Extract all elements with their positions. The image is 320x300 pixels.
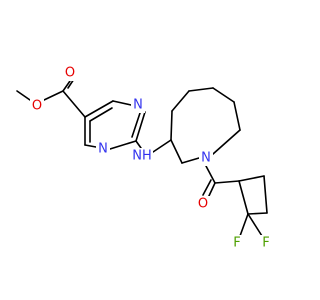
bond-cb-1 xyxy=(238,175,265,182)
atom-n-pyrimidine-lower: N xyxy=(96,141,110,157)
molecule-structure: O O N N NH N O F xyxy=(16,65,273,251)
svg-text:O: O xyxy=(65,66,75,81)
atom-o-ester-carbonyl: O xyxy=(63,65,77,81)
bond-amide-o-b xyxy=(202,179,212,196)
atom-n-azocane: N xyxy=(199,150,213,166)
atom-nh-amine: NH xyxy=(131,148,153,164)
bond-azocane-2 xyxy=(171,90,190,112)
bond-n-ch2 xyxy=(181,157,200,164)
bond-ring-nh xyxy=(135,140,142,149)
bond-ring-c5-c4 xyxy=(84,100,114,118)
bond-cf-right xyxy=(247,213,263,237)
atom-o-ether: O xyxy=(30,98,44,114)
atom-f-left: F xyxy=(230,235,244,251)
svg-text:NH: NH xyxy=(132,149,152,164)
bond-ring-c2-n1 xyxy=(109,140,137,150)
bond-azocane-4 xyxy=(212,87,235,103)
bond-cb-3 xyxy=(247,212,268,215)
svg-text:N: N xyxy=(201,151,211,166)
svg-text:O: O xyxy=(32,99,42,114)
bond-carbonyl-o-a xyxy=(62,80,71,92)
bond-azocane-1 xyxy=(170,110,173,141)
bond-cf-left xyxy=(239,213,249,237)
bond-ring-c4-n3 xyxy=(112,100,132,106)
atom-label-layer: O O N N NH N O F xyxy=(30,65,273,251)
svg-text:F: F xyxy=(233,236,240,251)
svg-text:N: N xyxy=(98,142,108,157)
bond-azocane-6 xyxy=(212,129,241,155)
atom-o-amide: O xyxy=(196,196,210,212)
bond-layer xyxy=(16,78,268,237)
bond-azocane-3 xyxy=(188,87,214,92)
bond-ring-n3-c2 xyxy=(135,111,146,142)
bond-azocane-5 xyxy=(233,101,241,131)
bond-methyl-o xyxy=(16,90,31,101)
bond-cb-4 xyxy=(238,180,249,215)
bond-ring-n1-c6 xyxy=(84,144,97,148)
bond-n-amide-carbon xyxy=(205,165,216,184)
bond-ring-c5-c4-inner xyxy=(89,107,113,122)
bond-amide-o-a xyxy=(207,182,216,199)
bond-o-carbonyl-carbon xyxy=(43,90,64,101)
atom-f-right: F xyxy=(259,235,273,251)
bond-ring-n3-c2-inner xyxy=(131,112,141,138)
bond-ester-ring xyxy=(62,90,86,118)
svg-text:O: O xyxy=(198,197,208,212)
svg-text:N: N xyxy=(133,98,143,113)
bond-cyclobutyl xyxy=(214,180,240,184)
bond-nh-c3 xyxy=(152,139,172,153)
bond-cb-2 xyxy=(263,175,268,214)
bond-ch2-c3 xyxy=(170,139,183,164)
atom-n-pyrimidine-upper: N xyxy=(131,97,145,113)
svg-text:F: F xyxy=(262,236,269,251)
